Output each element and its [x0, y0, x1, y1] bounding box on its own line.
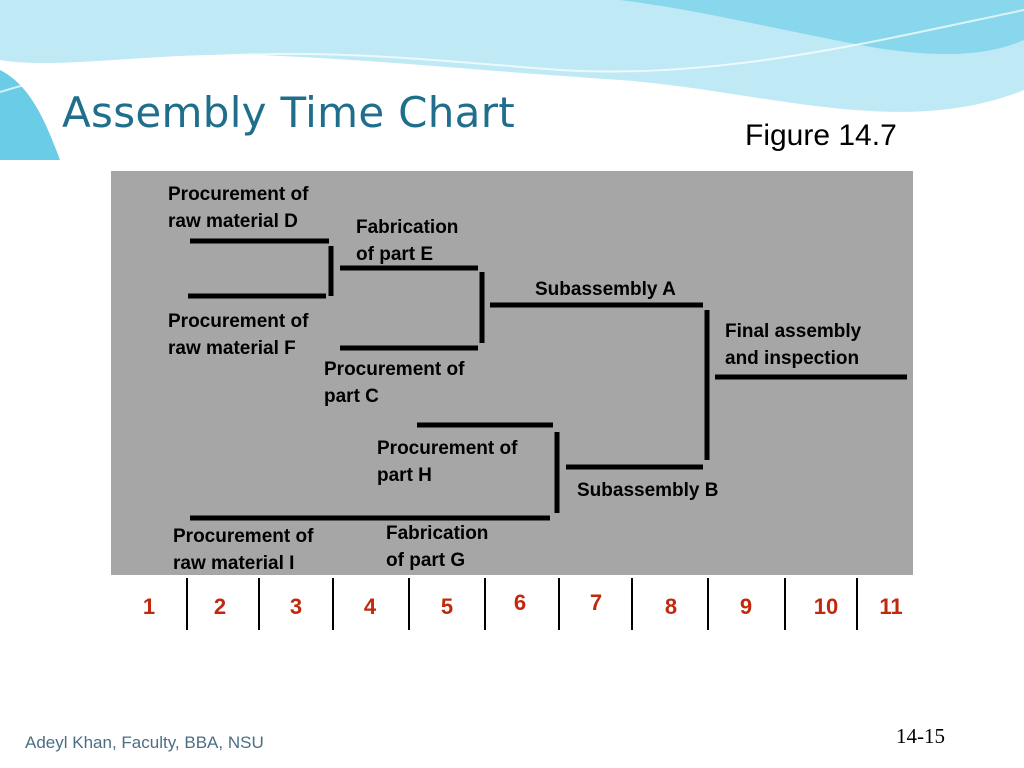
page-number: 14-15 — [896, 724, 945, 748]
footer-author: Adeyl Khan, Faculty, BBA, NSU — [25, 733, 264, 752]
time-label-8: 8 — [664, 594, 678, 619]
label-sub-a: Subassembly A — [535, 279, 676, 300]
time-label-2: 2 — [213, 594, 227, 619]
label-sub-b: Subassembly B — [577, 480, 719, 501]
time-label-7: 7 — [589, 590, 603, 615]
time-label-11: 11 — [879, 594, 903, 619]
time-label-3: 3 — [289, 594, 303, 619]
time-label-1: 1 — [142, 594, 156, 619]
time-axis-dividers — [186, 578, 858, 630]
time-label-4: 4 — [363, 594, 377, 619]
time-label-10: 10 — [813, 594, 839, 619]
time-label-5: 5 — [440, 594, 454, 619]
time-label-6: 6 — [513, 590, 527, 615]
time-label-9: 9 — [739, 594, 753, 619]
figure-label: Figure 14.7 — [745, 119, 897, 152]
header-wave-decoration — [0, 0, 1024, 160]
diagram-panel — [111, 171, 913, 575]
slide-title: Assembly Time Chart — [62, 88, 516, 137]
